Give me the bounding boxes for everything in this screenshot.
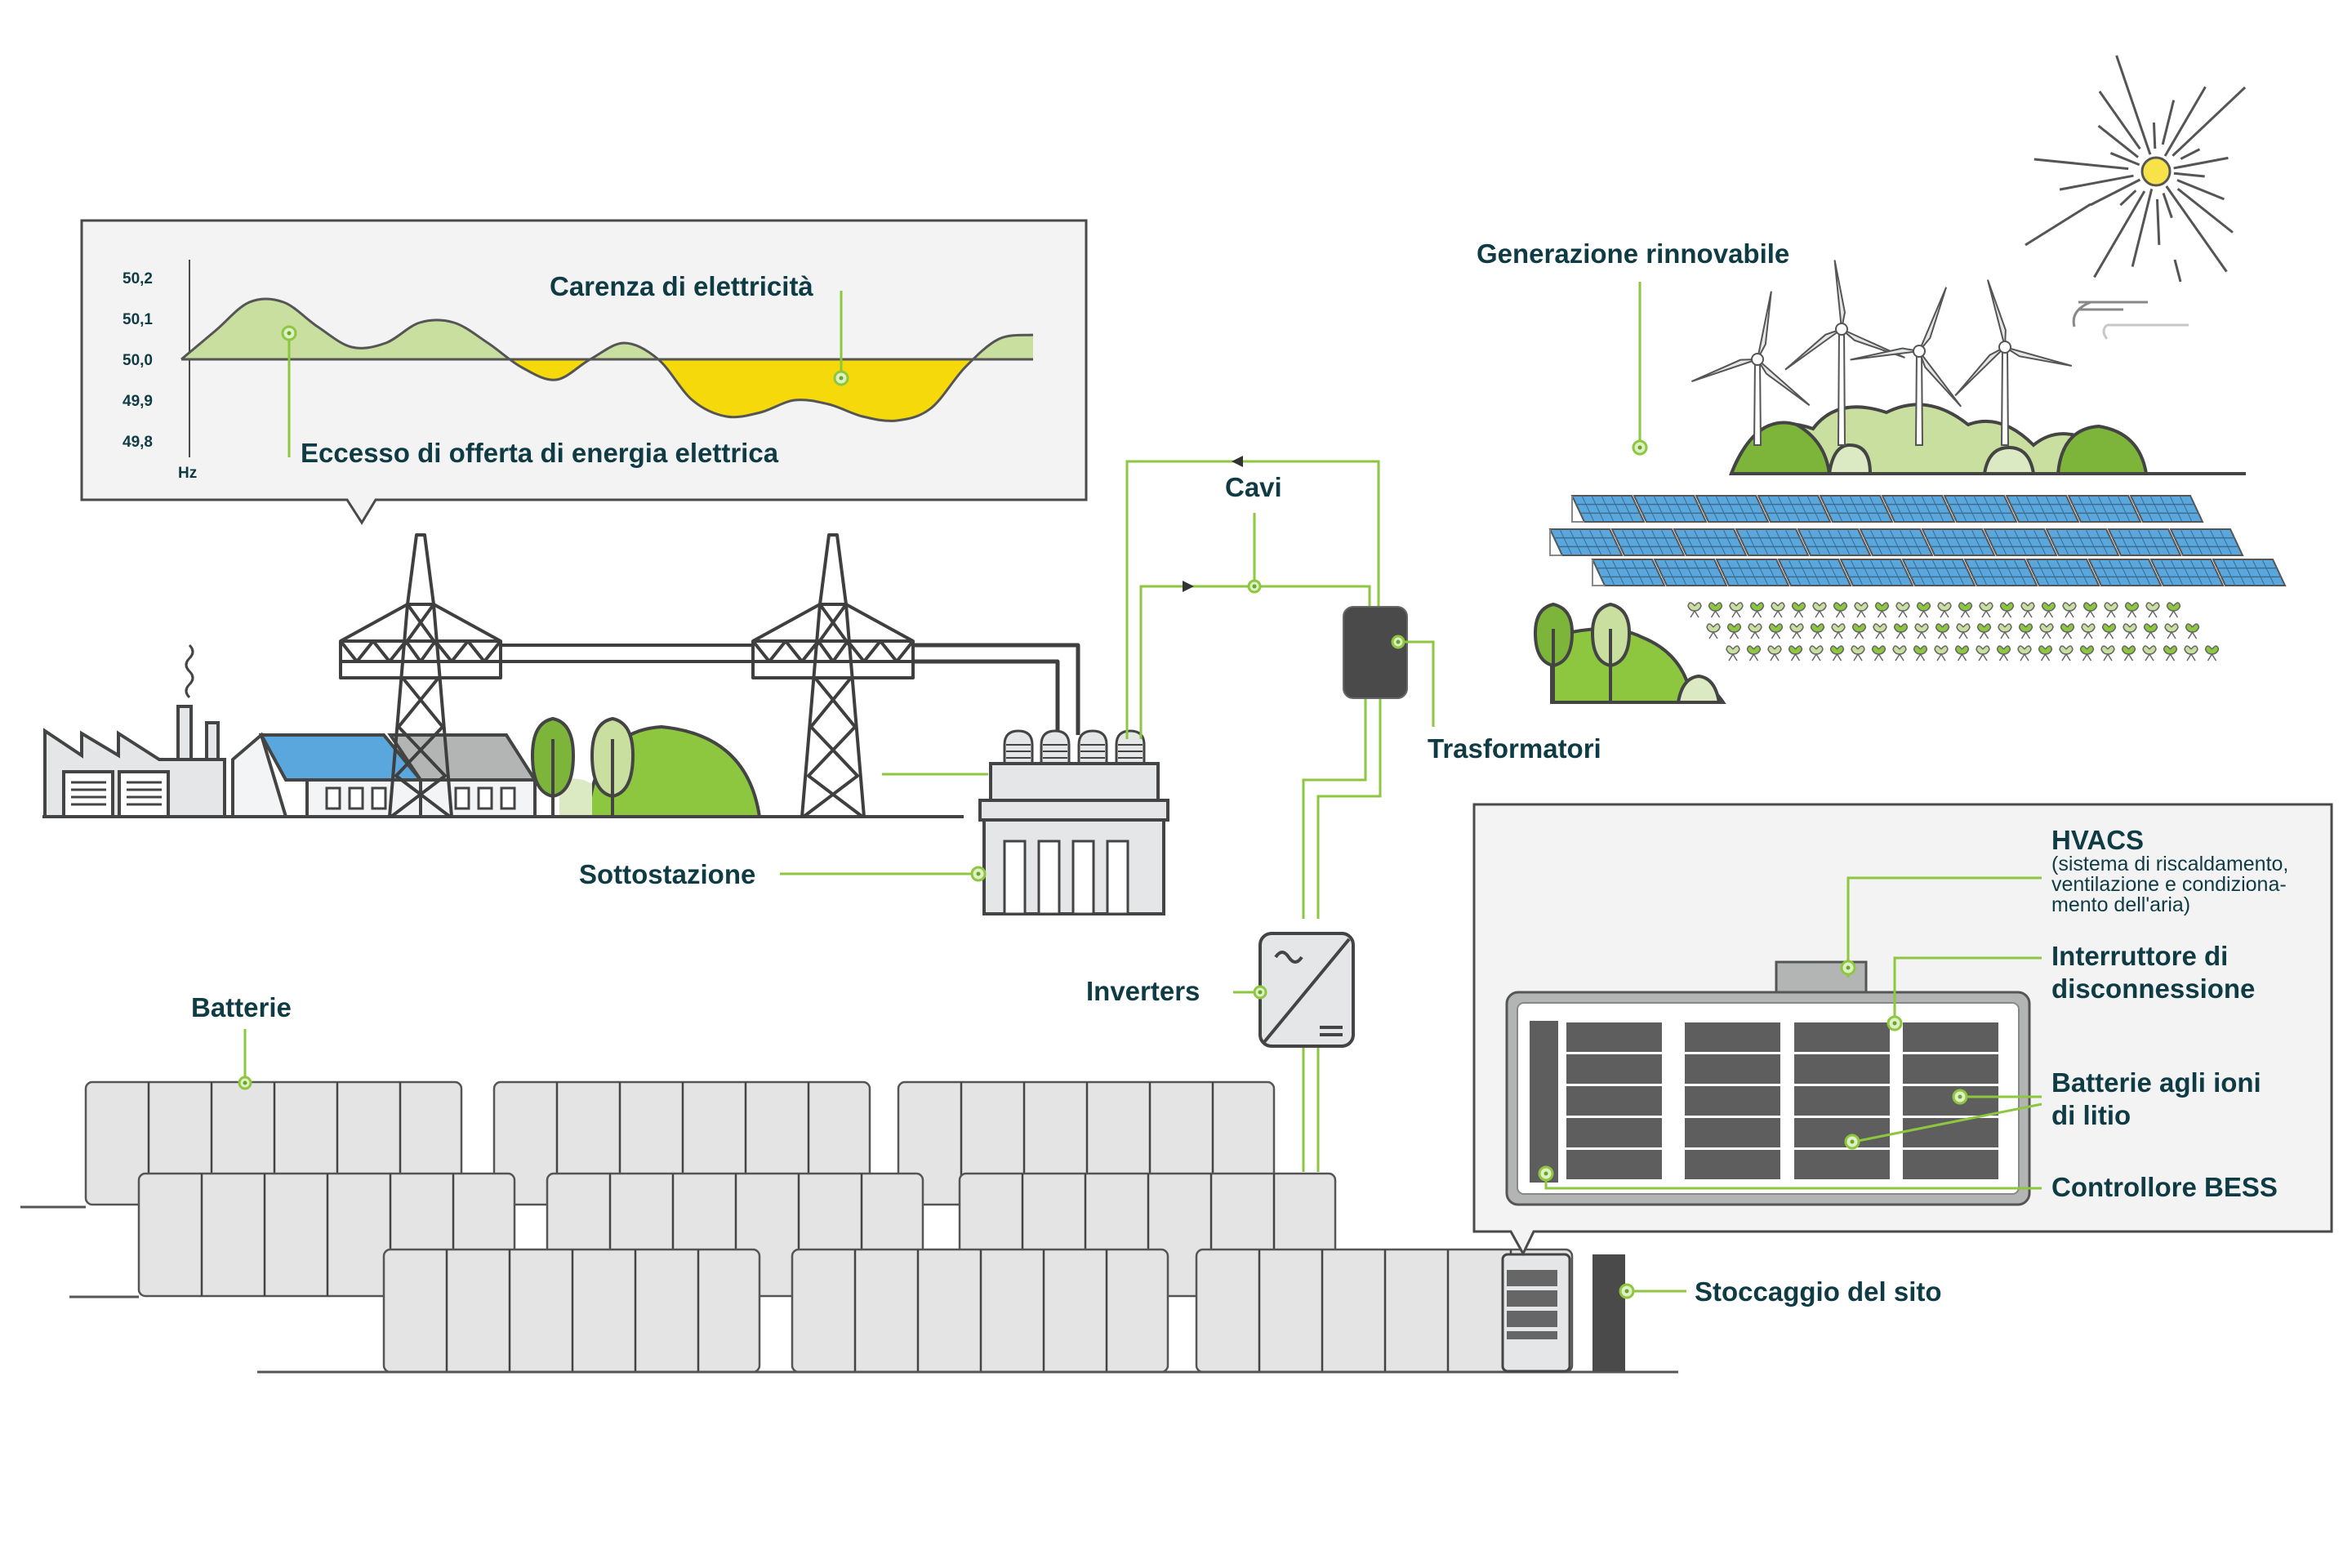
wind-turbine-icon xyxy=(1784,260,1905,446)
li-ion-cell xyxy=(1566,1022,1662,1052)
y-tick-label: 49,9 xyxy=(122,393,153,410)
frequency-chart-panel: 50,2 50,1 50,0 49,9 49,8 Hz Eccesso di offer… xyxy=(80,219,1088,525)
li-ion-cell xyxy=(1685,1118,1780,1147)
y-axis-label: Hz xyxy=(178,465,197,482)
hvacs-description-2: ventilazione e condiziona- xyxy=(2051,873,2287,896)
li-ion-cell xyxy=(1566,1086,1662,1116)
solar-panel-icon xyxy=(1548,495,2287,586)
tree-group-left xyxy=(530,716,762,818)
li-ion-cell xyxy=(1903,1150,1998,1179)
y-tick-label: 50,1 xyxy=(122,311,153,328)
oversupply-area xyxy=(181,298,1033,359)
bushing xyxy=(1040,729,1071,765)
li-ion-cell xyxy=(1566,1118,1662,1147)
wind-gust-icon xyxy=(2072,301,2189,340)
power-line-upper xyxy=(915,643,1080,735)
battery-racks xyxy=(20,1080,1678,1374)
li-ion-cell xyxy=(1685,1022,1780,1052)
li-ion-cell xyxy=(1794,1086,1890,1116)
wind-turbine-icon xyxy=(1850,287,1962,446)
y-tick-label: 50,0 xyxy=(122,352,153,369)
substation-label: Sottostazione xyxy=(579,859,755,889)
disconnect-switch-label: Interruttore di xyxy=(2051,941,2228,971)
wind-turbine-icon xyxy=(1954,279,2073,446)
wind-turbine-icon xyxy=(1691,291,1811,446)
li-ion-cell xyxy=(1685,1086,1780,1116)
smoke-icon xyxy=(185,644,194,699)
sun-icon xyxy=(2025,55,2247,283)
transmission-tower-icon xyxy=(339,533,502,818)
bess-controller-unit xyxy=(1530,1021,1558,1183)
li-ion-cell xyxy=(1794,1022,1890,1052)
shortage-label: Carenza di elettricità xyxy=(550,271,813,301)
bess-controller-label: Controllore BESS xyxy=(2051,1172,2278,1202)
site-storage-label: Stoccaggio del sito xyxy=(1695,1276,1942,1307)
transformer-leader xyxy=(1404,640,1435,727)
site-storage-icon xyxy=(1501,1253,1625,1373)
hvacs-description: (sistema di riscaldamento, xyxy=(2051,853,2288,875)
shortage-area xyxy=(181,359,1033,421)
transmission-tower-icon xyxy=(751,533,915,818)
li-ion-cell xyxy=(1685,1054,1780,1084)
crop-field xyxy=(1687,602,2220,662)
bushing xyxy=(1003,729,1034,765)
y-tick-label: 49,8 xyxy=(122,434,153,451)
cables xyxy=(1125,456,1382,1172)
power-line-lower xyxy=(915,659,1060,735)
li-ion-cell xyxy=(1566,1054,1662,1084)
li-ion-cell xyxy=(1903,1086,1998,1116)
transformer-icon xyxy=(1343,606,1408,699)
hvacs-description-3: mento dell'aria) xyxy=(2051,893,2190,916)
inverters-label: Inverters xyxy=(1086,976,1200,1006)
tree-group-right xyxy=(1533,602,1726,704)
li-ion-cell xyxy=(1794,1150,1890,1179)
li-ion-cell xyxy=(1903,1022,1998,1052)
li-ion-cell xyxy=(1685,1150,1780,1179)
bushing xyxy=(1077,729,1108,765)
bess-detail-panel: HVACS (sistema di riscaldamento, ventila… xyxy=(1472,803,2333,1257)
disconnect-switch-label-2: disconnessione xyxy=(2051,973,2255,1004)
li-ion-cell xyxy=(1794,1118,1890,1147)
y-tick-label: 50,2 xyxy=(122,270,153,287)
battery-rack xyxy=(791,1248,1169,1374)
cables-label: Cavi xyxy=(1225,472,1282,502)
batteries-label: Batterie xyxy=(191,992,292,1022)
frequency-line xyxy=(180,297,1034,422)
renewable-generation-label: Generazione rinnovabile xyxy=(1477,238,1789,269)
li-ion-cell xyxy=(1903,1054,1998,1084)
oversupply-label: Eccesso di offerta di energia elettrica xyxy=(301,438,779,468)
li-ion-cell xyxy=(1566,1150,1662,1179)
transmission-tower-icon xyxy=(339,533,915,818)
substation-icon xyxy=(978,729,1169,915)
bushing xyxy=(1115,729,1146,765)
wind-farm xyxy=(1691,260,2246,475)
hvacs-label: HVACS xyxy=(2051,825,2144,855)
inverter-icon xyxy=(1258,932,1355,1048)
transformers-label: Trasformatori xyxy=(1428,733,1601,764)
battery-rack xyxy=(382,1248,761,1374)
factory-icon xyxy=(43,644,226,818)
li-ion-cell xyxy=(1794,1054,1890,1084)
li-ion-batteries-label: Batterie agli ioni xyxy=(2051,1067,2261,1098)
li-ion-batteries-label-2: di litio xyxy=(2051,1100,2131,1130)
